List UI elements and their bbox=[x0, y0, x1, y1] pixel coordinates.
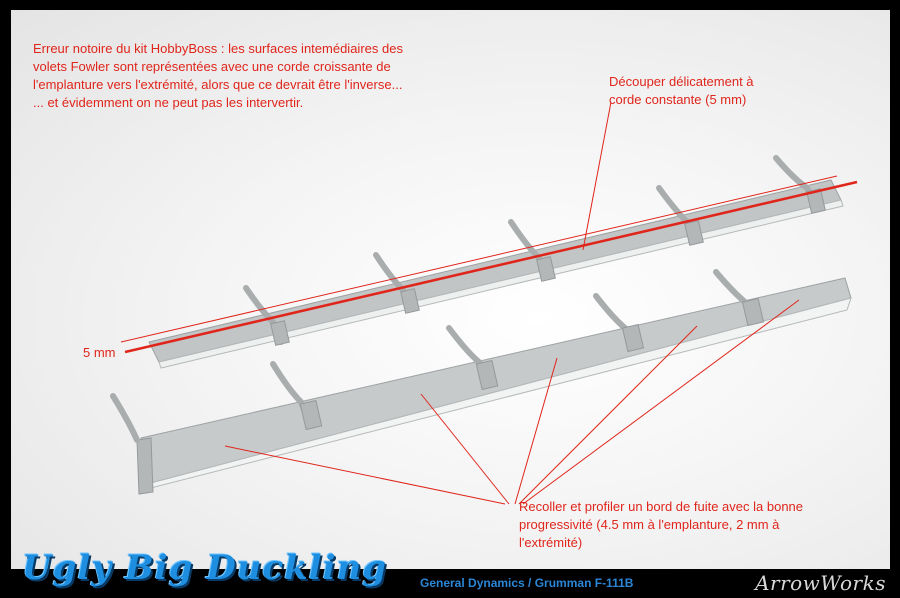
kit-error-note: Erreur notoire du kit HobbyBoss : les su… bbox=[33, 41, 403, 110]
model-parts-photo: Erreur notoire du kit HobbyBoss : les su… bbox=[11, 10, 890, 569]
lower-flap-part bbox=[110, 269, 852, 495]
trailing-edge-leader-1 bbox=[224, 445, 506, 505]
annotation-lines bbox=[120, 101, 858, 505]
brand-logo: ArrowWorks bbox=[755, 571, 886, 595]
project-title-logo: Ugly Big Duckling bbox=[22, 548, 387, 588]
flap-parts-drawing bbox=[110, 101, 858, 505]
aircraft-caption: General Dynamics / Grumman F-111B bbox=[420, 576, 634, 590]
trailing-edge-note: Recoller et profiler un bord de fuite av… bbox=[519, 499, 804, 550]
trailing-edge-leader-2 bbox=[420, 393, 510, 505]
cut-instruction-note: Découper délicatement à corde constante … bbox=[609, 74, 754, 107]
trailing-edge-leader-5 bbox=[522, 299, 800, 505]
dimension-label: 5 mm bbox=[83, 345, 116, 360]
chord-reference-line bbox=[120, 175, 838, 343]
cut-note-leader bbox=[582, 101, 612, 251]
trailing-edge-leader-4 bbox=[518, 325, 698, 505]
cut-guide-line bbox=[124, 180, 858, 354]
trailing-edge-leader-3 bbox=[514, 357, 558, 505]
